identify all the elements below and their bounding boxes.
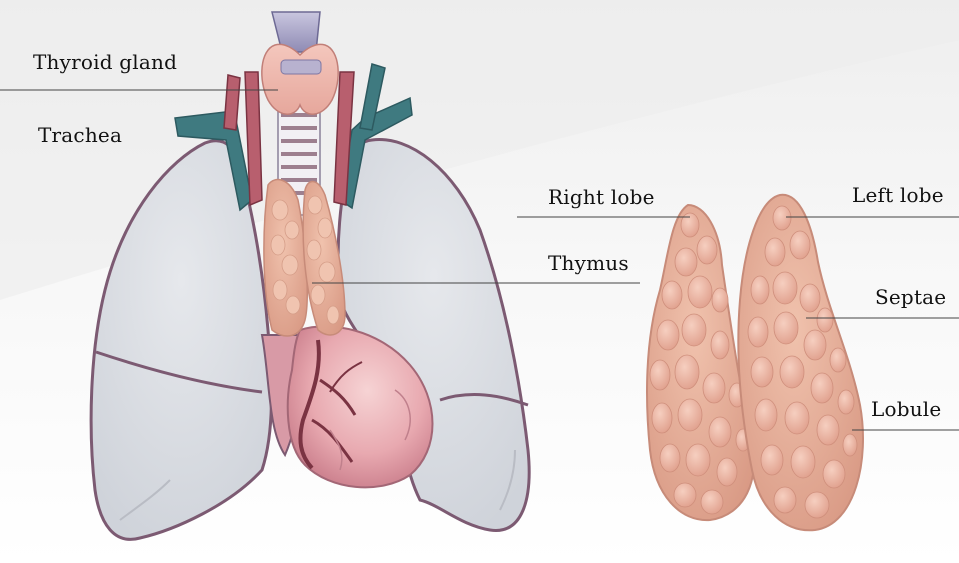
veins: [174, 63, 413, 212]
label-thyroid-gland: Thyroid gland: [33, 50, 178, 74]
left-lung: [336, 138, 531, 532]
label-right-lobe: Right lobe: [548, 185, 655, 209]
detached-right-lobe: [646, 203, 756, 522]
label-septae: Septae: [875, 285, 947, 309]
thymus-in-situ: [263, 178, 346, 337]
right-lung: [89, 139, 273, 541]
label-trachea: Trachea: [38, 123, 123, 147]
detached-left-lobe: [737, 193, 864, 532]
heart: [286, 325, 434, 489]
label-left-lobe: Left lobe: [852, 183, 944, 207]
arteries: [223, 71, 355, 207]
label-thymus: Thymus: [548, 251, 629, 275]
thyroid-gland: [261, 43, 339, 115]
leader-lines: [0, 89, 959, 431]
label-lobule: Lobule: [871, 397, 942, 421]
